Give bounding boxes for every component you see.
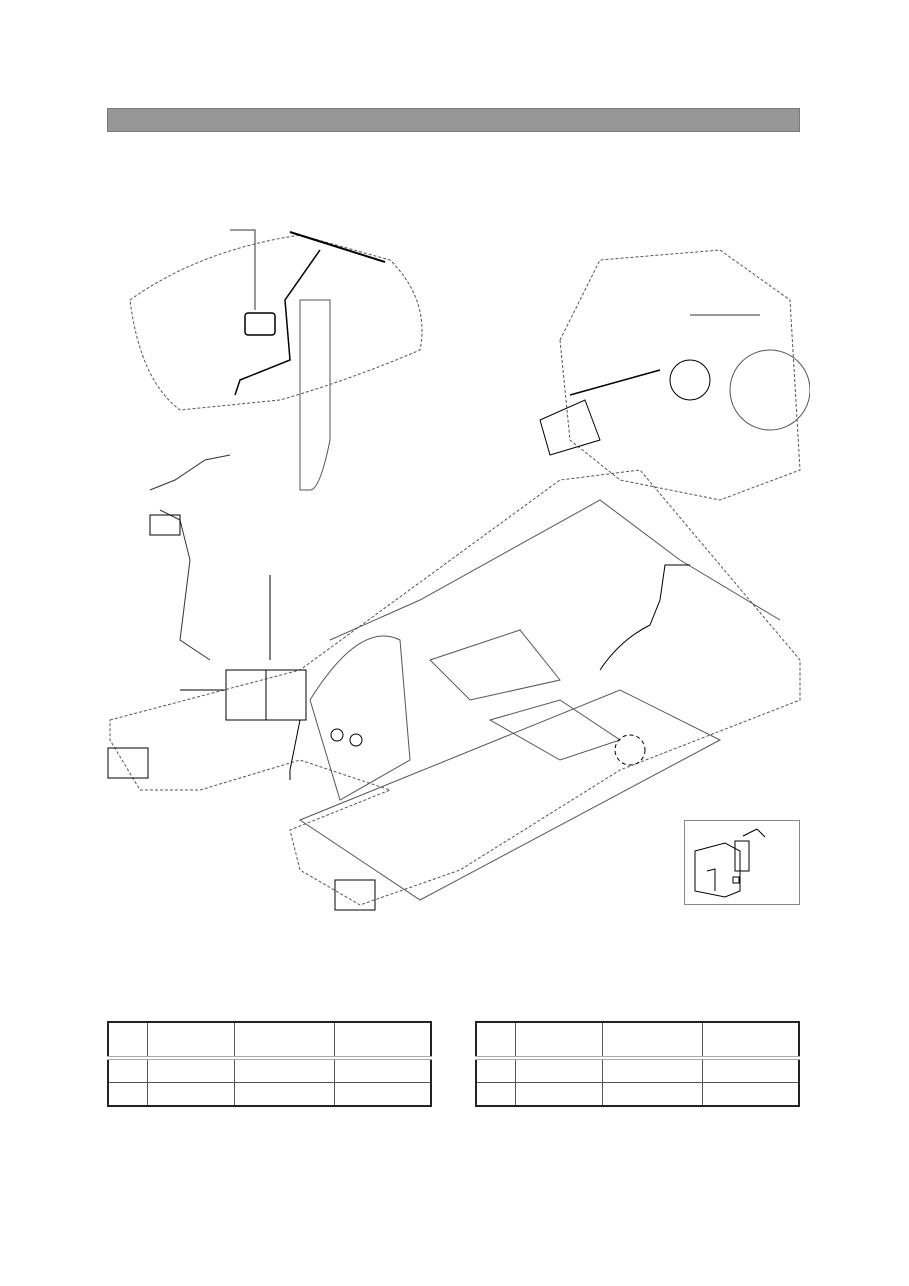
detail-inset-drawing: [694, 828, 766, 898]
detail-inset: [684, 820, 800, 905]
parts-table-right: [475, 1021, 800, 1107]
boom-assembly: [129, 229, 423, 491]
engine-assembly: [539, 249, 810, 501]
parts-diagram: [107, 229, 810, 911]
section-header-bar: [107, 108, 800, 132]
parts-table-left: [107, 1021, 432, 1107]
chassis-frame: [109, 469, 801, 906]
battery-assembly: [107, 454, 690, 911]
